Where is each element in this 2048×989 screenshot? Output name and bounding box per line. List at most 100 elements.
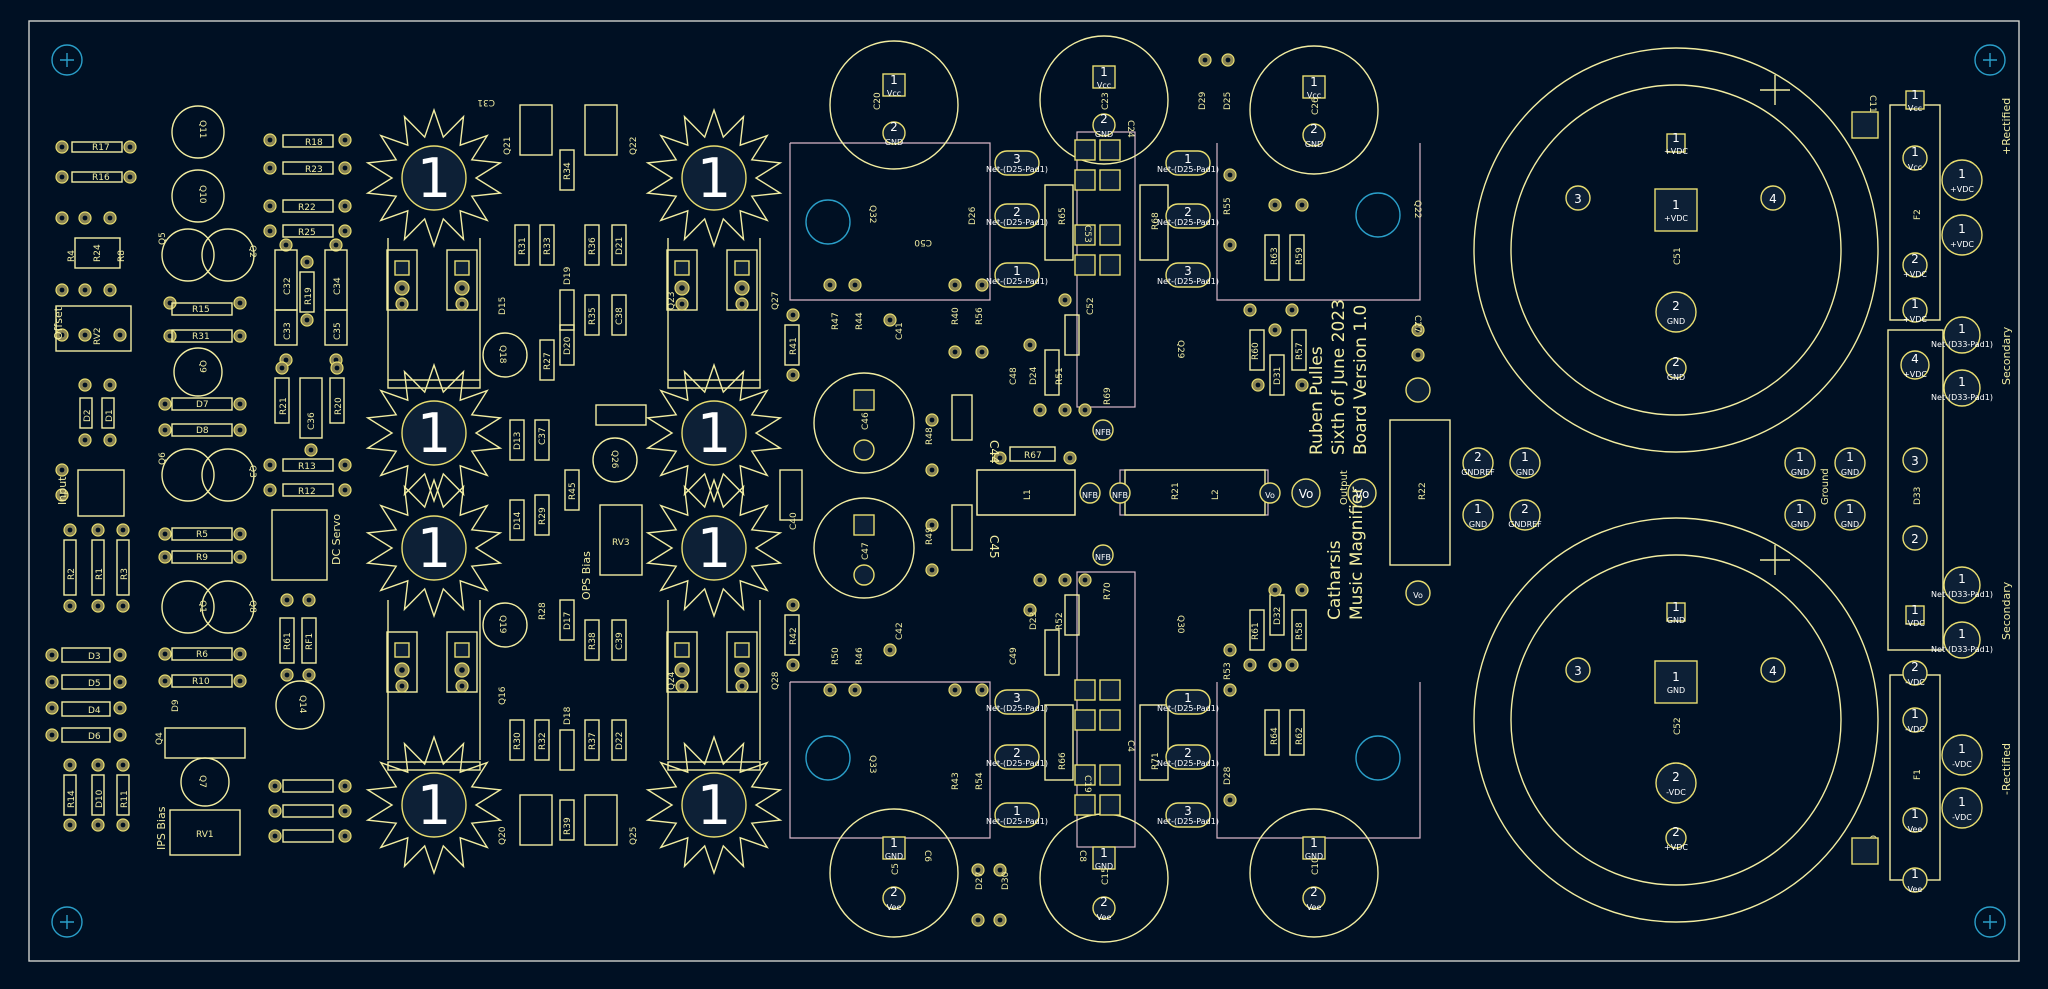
pad-net: GND (885, 852, 903, 861)
pad-hole (979, 349, 985, 355)
round-pad (1092, 113, 1116, 137)
pad-hole (952, 349, 958, 355)
round-pad (1943, 621, 1981, 659)
oval-pad (994, 689, 1040, 715)
heatsink-mount-pad (401, 145, 467, 211)
oval-pad (1165, 150, 1211, 176)
ref-c48: C48 (1009, 367, 1019, 385)
heatsink-outline (365, 734, 503, 876)
pad-number: 2 (1672, 825, 1680, 839)
ref-c36: C36 (307, 412, 317, 430)
pad-net: Net-(D25-Pad1) (1157, 704, 1219, 713)
ref-d2: D2 (83, 409, 93, 422)
smd-pad (1074, 679, 1096, 701)
ref-d5: D5 (88, 679, 101, 689)
pad-hole (929, 417, 935, 423)
pad-hole (82, 332, 88, 338)
ref-c45: C45 (987, 535, 1001, 559)
pad-number: 3 (1013, 152, 1021, 166)
ref-r4: R4 (67, 250, 77, 262)
square-pad (1666, 602, 1686, 622)
heatsink-bar (387, 761, 481, 771)
ref-r30: R30 (513, 732, 523, 750)
ref-q3: Q3 (247, 465, 257, 478)
pad-hole (95, 603, 101, 609)
pad-hole (117, 332, 123, 338)
vas-section[interactable]: Q11 Q10 Q5 Q2 R15 R31 Q9 D7 D8 Q6 Q3 R5 … (155, 105, 257, 856)
board-credits: Ruben Pulles Sixth of June 2023 Board Ve… (1307, 299, 1371, 620)
pad-hole (1227, 242, 1233, 248)
ref-c49: C49 (1009, 647, 1019, 665)
heatsink-pad-number: 1 (697, 774, 731, 837)
pad-net: -VDC (1952, 760, 1972, 769)
pad-hole (399, 683, 405, 689)
heatsink-outline (645, 734, 783, 876)
square-pad (394, 642, 410, 658)
pad-number: NFB (1082, 491, 1098, 500)
smd-pad (1099, 254, 1121, 276)
ref-rv1: RV1 (196, 830, 214, 840)
pad-hole (284, 597, 290, 603)
pad-hole (1062, 577, 1068, 583)
pad-hole (267, 137, 273, 143)
pad-number: 1 (1911, 807, 1919, 821)
pad-number: 1 (1672, 670, 1680, 684)
dc-servo-section[interactable]: R18 R23 R22 R25 C32 C34 R19 C33 C35 R21 … (271, 134, 348, 843)
ref-d17: D17 (563, 612, 573, 630)
pad-hole (887, 317, 893, 323)
pad-number: 2 (1911, 532, 1919, 546)
credit-author: Ruben Pulles (1307, 346, 1327, 455)
output-stage[interactable]: 1Vcc2GND1Vcc2GND1Vcc2GND1GND2Vee1GND2Vee… (786, 35, 1877, 943)
pad-number: 1 (1911, 88, 1919, 102)
right-driver-section[interactable]: Q23 Q27 R41 C40 R42 Q24 Q28 (667, 291, 803, 690)
pad-net: GND (1667, 686, 1685, 695)
pad-hole (459, 667, 465, 673)
pad-hole (827, 282, 833, 288)
pad-hole (1289, 662, 1295, 668)
label-ops-bias: OPS Bias (580, 551, 593, 600)
round-pad (1405, 580, 1431, 606)
driver-section[interactable]: C31 Q21 R34 Q22 R31 R33 R36 D21 D15 D19 … (477, 97, 647, 846)
round-pad (1834, 499, 1866, 531)
square-pad (1302, 836, 1326, 860)
round-pad (1079, 482, 1101, 504)
pad-hole (49, 679, 55, 685)
pad-net: GND (1841, 468, 1859, 477)
input-section[interactable]: R17 R16 R4 R24 R8 RV2 D2 D1 R2 R1 R3 D3 … (45, 133, 352, 843)
pad-net: GND (1095, 130, 1113, 139)
pad-number: 4 (1911, 352, 1919, 366)
pad-hole (237, 531, 243, 537)
ref-q28: Q28 (771, 671, 781, 690)
pad-hole (1227, 172, 1233, 178)
pad-net: +VDC (1950, 240, 1974, 249)
pad-hole (1272, 662, 1278, 668)
pad-hole (790, 602, 796, 608)
ref-r33: R33 (543, 237, 553, 255)
pad-hole (333, 357, 339, 363)
pad-hole (237, 427, 243, 433)
pad-hole (1289, 307, 1295, 313)
pad-hole (59, 174, 65, 180)
ref-c5: C5 (891, 863, 901, 875)
smd-pad (1851, 837, 1879, 865)
pad-number: 4 (1769, 664, 1777, 678)
pad-hole (333, 242, 339, 248)
pad-hole (237, 401, 243, 407)
pad-number: 4 (1769, 192, 1777, 206)
pad-number: 1 (1672, 198, 1680, 212)
ref-c51: C51 (1673, 247, 1683, 265)
round-pad (1302, 123, 1326, 147)
ref-c40: C40 (789, 512, 799, 530)
pad-hole (162, 651, 168, 657)
credit-date: Sixth of June 2023 (1329, 299, 1349, 455)
pad-hole (162, 678, 168, 684)
heatsink-outline (645, 477, 783, 619)
ref-r15: R15 (192, 305, 210, 315)
ref-q22: Q22 (629, 136, 639, 155)
pad-hole (1299, 382, 1305, 388)
heatsink-pad-number: 1 (697, 402, 731, 465)
pad-hole (67, 603, 73, 609)
